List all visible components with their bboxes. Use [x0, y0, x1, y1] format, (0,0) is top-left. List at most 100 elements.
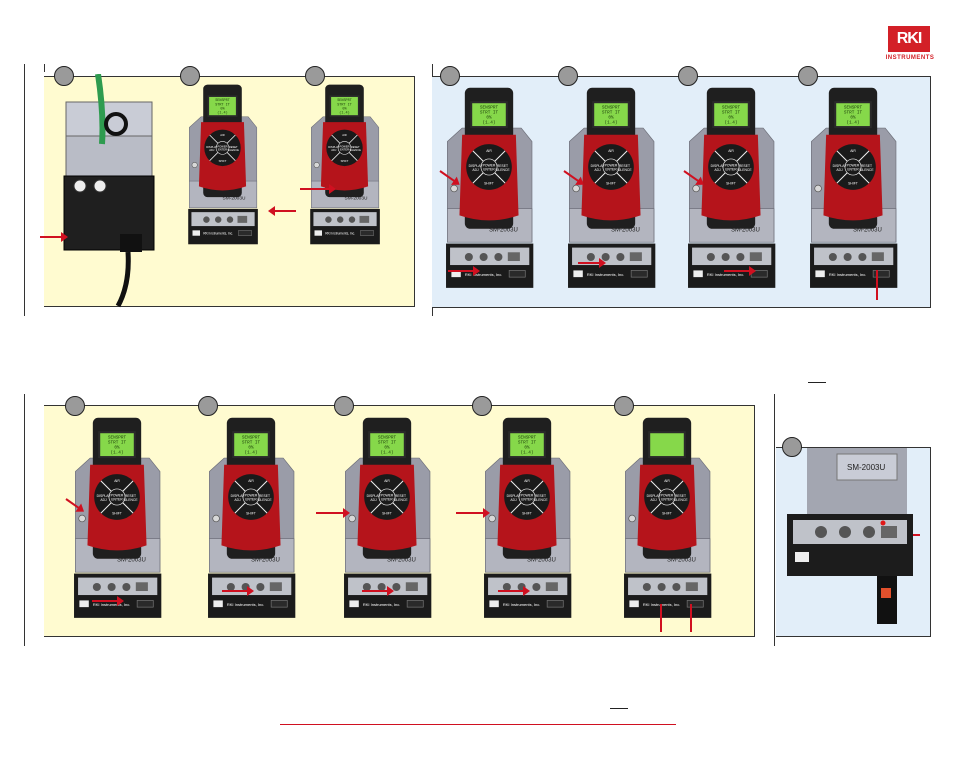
- lcd-text: STRT IT: [337, 103, 352, 107]
- keypad-label: ENTER: [381, 497, 393, 501]
- base-button-icon: [215, 216, 222, 223]
- lcd-text: STRT IT: [215, 103, 230, 107]
- base-button-icon: [629, 252, 642, 262]
- base-button-icon: [532, 582, 541, 592]
- keypad-label: SHIFT: [112, 511, 122, 515]
- station-model-label: SM-2003U: [251, 557, 280, 563]
- keypad-label: POWER: [661, 493, 674, 497]
- base-button-icon: [616, 252, 625, 262]
- base-button-icon: [502, 582, 511, 592]
- station-model-label: SM-2003U: [853, 227, 882, 233]
- base-button-icon: [405, 582, 418, 592]
- station-model-label: SM-2003U: [667, 557, 696, 563]
- base-label: RKI Instruments, Inc.: [707, 272, 745, 277]
- keypad-label: DISPLAY: [367, 494, 382, 498]
- step-circle: [678, 66, 698, 86]
- lcd-text: (1.4): [339, 110, 349, 115]
- keypad-label: SILENCE: [859, 168, 874, 172]
- keypad-label: ADJ: [209, 148, 215, 152]
- base-label: RKI Instruments, Inc.: [93, 602, 131, 607]
- lcd-text: (1.4): [482, 121, 495, 126]
- keypad-label: POWER: [483, 163, 496, 167]
- lcd-text: STRT IT: [108, 441, 127, 446]
- keypad-label: AIR: [728, 149, 734, 153]
- pointer-arrow: [578, 258, 606, 268]
- base-button-icon: [586, 252, 595, 262]
- keypad-label: AIR: [220, 133, 225, 137]
- lcd-text: SENSPRT: [518, 436, 537, 441]
- step-circle: [472, 396, 492, 416]
- base-label: RKI Instruments, Inc.: [829, 272, 867, 277]
- base-label: RKI Instruments, Inc.: [465, 272, 503, 277]
- keypad-label: RESET: [229, 145, 238, 149]
- keypad-label: SHIFT: [246, 511, 256, 515]
- keypad-label: AIR: [850, 149, 856, 153]
- keypad-label: DISPLAY: [206, 145, 217, 149]
- keypad-label: ADJ: [650, 498, 657, 502]
- lcd-screen: [836, 103, 870, 127]
- base-button-icon: [135, 582, 148, 592]
- station-model-label: SM-2003U: [117, 557, 146, 563]
- lcd-text: SENSPRT: [602, 106, 621, 111]
- frame-left-top: [24, 64, 25, 316]
- base-button-icon: [325, 216, 332, 223]
- keypad-label: DISPLAY: [469, 164, 484, 168]
- keypad-label: ADJ: [331, 148, 337, 152]
- step-circle: [440, 66, 460, 86]
- pointer-line: [876, 270, 878, 300]
- station-model-label: SM-2003U: [731, 227, 760, 233]
- pointer-arrow: [92, 596, 124, 606]
- keypad-label: DISPLAY: [328, 145, 339, 149]
- pointer-arrow: [498, 586, 530, 596]
- lcd-text: SENSPRT: [242, 436, 261, 441]
- keypad-label: SILENCE: [617, 168, 632, 172]
- lcd-text: SENSPRT: [108, 436, 127, 441]
- pointer-arrow: [724, 266, 756, 276]
- pointer-arrow: [456, 508, 490, 518]
- keypad-label: POWER: [111, 493, 124, 497]
- lcd-text: (1.4): [110, 451, 123, 456]
- keypad-label: ADJ: [594, 168, 601, 172]
- keypad-label: POWER: [725, 163, 738, 167]
- cradle-led-icon: [348, 514, 356, 523]
- pointer-arrow: [268, 206, 296, 216]
- keypad-label: SHIFT: [606, 181, 616, 185]
- lcd-screen: [594, 103, 628, 127]
- cradle-led-icon: [313, 162, 320, 168]
- keypad-label: POWER: [245, 493, 258, 497]
- lcd-text: 0%: [486, 116, 492, 121]
- closeup-illustration: SM-2003U: [787, 448, 913, 624]
- keypad-label: ENTER: [605, 167, 617, 171]
- base-button-icon: [256, 582, 265, 592]
- step-circle: [305, 66, 325, 86]
- keypad-label: AIR: [342, 133, 347, 137]
- step-circle: [65, 396, 85, 416]
- lcd-screen: [650, 433, 684, 457]
- base-button-icon: [494, 252, 503, 262]
- base-button-icon: [642, 582, 651, 592]
- cradle-led-icon: [78, 514, 86, 523]
- lcd-screen: [714, 103, 748, 127]
- keypad-label: RESET: [395, 494, 406, 498]
- base-button-icon: [269, 582, 282, 592]
- lcd-text: (1.4): [604, 121, 617, 126]
- base-button-icon: [92, 582, 101, 592]
- keypad-label: ENTER: [218, 148, 227, 152]
- base-label: RKI Instruments, Inc.: [325, 232, 355, 236]
- lcd-text: 0%: [728, 116, 734, 121]
- station-model-label: SM-2003U: [527, 557, 556, 563]
- underline-mark: [610, 708, 628, 709]
- lcd-text: SENSPRT: [337, 99, 352, 103]
- lcd-text: 0%: [220, 107, 225, 111]
- station-model-label: SM-2003U: [489, 227, 518, 233]
- lcd-screen: [100, 433, 134, 457]
- keypad-label: POWER: [339, 144, 349, 148]
- keypad-label: DISPLAY: [97, 494, 112, 498]
- lcd-text: STRT IT: [378, 441, 397, 446]
